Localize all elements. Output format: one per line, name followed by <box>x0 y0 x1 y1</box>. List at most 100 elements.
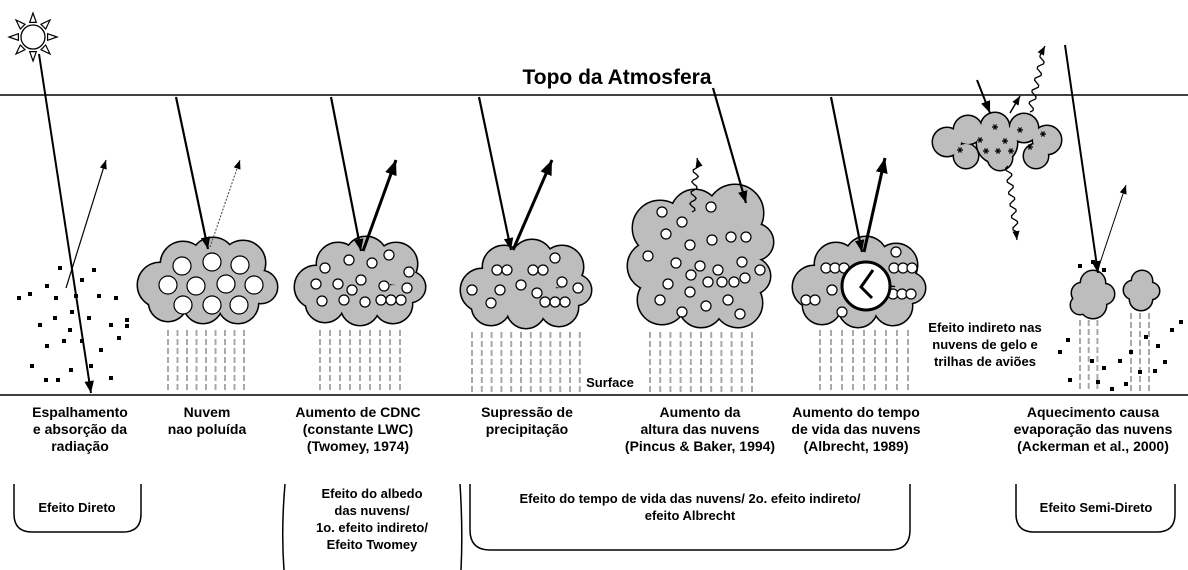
cloud-droplet <box>186 276 206 296</box>
aerosol-particle <box>70 310 74 314</box>
aerosol-particle <box>125 324 129 328</box>
sun-ray <box>14 18 27 31</box>
cloud-droplet <box>734 308 746 320</box>
cloud-droplet <box>654 294 666 306</box>
aerosol-particle <box>1091 260 1095 264</box>
cloud-droplet <box>836 306 848 318</box>
aerosol-particle <box>69 368 73 372</box>
cloud-droplet <box>725 231 737 243</box>
aerosol-particle <box>1068 378 1072 382</box>
panel-7-caption-line-3: (Ackerman et al., 2000) <box>1017 438 1169 454</box>
ice-crystal-icon <box>1040 131 1046 137</box>
aerosol-particle <box>92 268 96 272</box>
cloud-droplet <box>740 231 752 243</box>
cloud-droplet <box>539 296 551 308</box>
cloud-droplet <box>202 295 222 315</box>
aerosol-particle <box>109 376 113 380</box>
panel-2-caption-line-2: nao poluída <box>168 421 247 437</box>
bracket-semi-direct-effect <box>1015 484 1176 533</box>
cloud-droplet <box>491 264 503 276</box>
aerosol-particle <box>97 294 101 298</box>
ice-crystal-icon <box>1027 144 1033 150</box>
cloud-droplet <box>905 288 917 300</box>
sun-ray <box>14 43 27 56</box>
cloud-droplet <box>172 256 192 276</box>
longwave-ray-arrow <box>688 157 703 213</box>
reflected-ray-arrow <box>862 157 888 253</box>
bracket-albedo-effect-label-line-2: das nuvens/ <box>334 503 410 518</box>
cloud-droplet <box>527 264 539 276</box>
aerosol-particle <box>1110 387 1114 391</box>
longwave-radiation-arrows <box>688 45 1046 241</box>
cloud-droplet <box>338 294 350 306</box>
aerosol-particle <box>30 364 34 368</box>
precipitation-layer <box>167 313 1150 392</box>
cloud-fill-lobe <box>954 144 978 168</box>
cloud-droplet <box>501 264 513 276</box>
bracket-direct-effect-label: Efeito Direto <box>38 500 115 515</box>
aerosol-particle <box>1102 366 1106 370</box>
cloud-droplet <box>642 250 654 262</box>
ice-crystal-icon <box>1002 138 1008 144</box>
cloud-droplet <box>739 272 751 284</box>
aerosol-particle <box>87 316 91 320</box>
scattered-ray-arrow <box>65 159 107 289</box>
aerosol-particle <box>1078 264 1082 268</box>
incoming-solar-ray-arrow <box>711 87 748 204</box>
cloud-fill-lobe <box>933 128 961 156</box>
ice-crystal-icon <box>1017 127 1023 133</box>
cloud-fill-lobe <box>954 116 982 144</box>
aerosol-particle <box>1129 350 1133 354</box>
cloud-droplet <box>346 284 358 296</box>
panel-7-caption-line-1: Aquecimento causa <box>1027 404 1159 420</box>
cloud-droplet <box>366 257 378 269</box>
bracket-lifetime-effect-label-line-1: Efeito do tempo de vida das nuvens/ 2o. … <box>520 491 861 506</box>
ice-crystal-icon <box>992 124 998 130</box>
ice-crystal-icon <box>1008 148 1014 154</box>
cloud-droplet <box>660 228 672 240</box>
cloud-droplet <box>700 300 712 312</box>
ice-crystal-icon <box>983 148 989 154</box>
cloud-fill-lobe <box>1024 144 1048 168</box>
aerosol-particle <box>45 344 49 348</box>
cloud-droplet <box>466 284 478 296</box>
cloud-fill-lobe <box>1080 292 1106 318</box>
panel-5-caption-line-1: Aumento da <box>660 404 741 420</box>
panel-6-caption-line-1: Aumento do tempo <box>792 404 920 420</box>
cloud-droplet <box>728 276 740 288</box>
cloud-droplet <box>676 216 688 228</box>
aerosol-particle <box>1179 320 1183 324</box>
sun-ray <box>28 50 38 63</box>
cloud-droplet <box>375 294 387 306</box>
bracket-albedo-effect-label-line-3: 1o. efeito indireto/ <box>316 520 428 535</box>
aerosol-particle <box>1156 344 1160 348</box>
panel-3-caption-line-2: (constante LWC) <box>303 421 413 437</box>
cloud-droplet <box>494 284 506 296</box>
cloud-droplets-layer <box>158 201 918 320</box>
ice-crystal-icon <box>957 147 963 153</box>
cloud-icon <box>1069 269 1116 320</box>
cloud-droplet <box>383 249 395 261</box>
cloud-droplet <box>684 286 696 298</box>
cloud-droplet <box>229 295 249 315</box>
aerosol-particle <box>58 266 62 270</box>
longwave-ray-arrow <box>1005 165 1020 241</box>
cloud-droplet <box>310 278 322 290</box>
sun-ray <box>7 32 19 42</box>
aerosol-particle <box>28 292 32 296</box>
reflected-ray-arrow <box>209 159 241 248</box>
ice-crystals-layer <box>957 124 1046 154</box>
cloud-fill-lobe <box>1130 288 1152 310</box>
aerosol-particle <box>1138 370 1142 374</box>
cloud-droplet <box>537 264 549 276</box>
panel-6-caption-line-3: (Albrecht, 1989) <box>803 438 908 454</box>
cloud-icon <box>1122 269 1161 312</box>
bracket-albedo-effect-left <box>281 483 286 570</box>
clock-icon <box>840 260 892 312</box>
panel-5-caption-line-2: altura das nuvens <box>640 421 759 437</box>
aerosol-particle <box>1163 360 1167 364</box>
cloud-droplet <box>158 275 178 295</box>
aerosol-particle <box>1144 335 1148 339</box>
cloud-droplet <box>173 295 193 315</box>
